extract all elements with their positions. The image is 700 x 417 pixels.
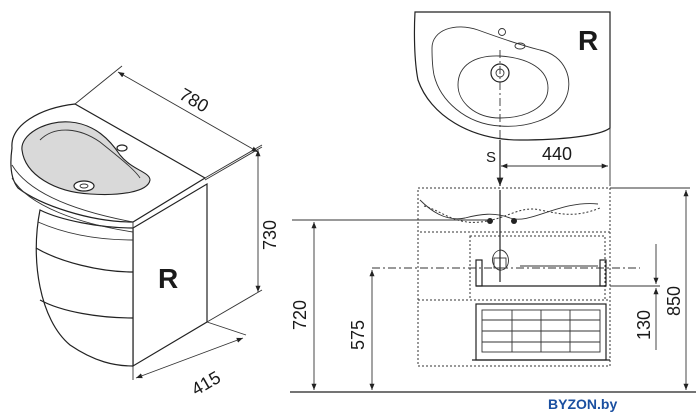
- top-side-label: R: [578, 25, 598, 56]
- basin-profile: [423, 205, 601, 223]
- top-view-overflow: [514, 42, 526, 50]
- dim-415-ext-right: [206, 321, 247, 336]
- watermark: BYZON.by: [548, 396, 617, 412]
- drain-inner: [79, 183, 89, 189]
- dim-780-label: 780: [176, 84, 212, 116]
- basin-bowl: [21, 121, 151, 195]
- top-view-outline: [413, 11, 611, 141]
- fixing-point-left: [487, 218, 493, 224]
- dim-780-line: [117, 71, 259, 153]
- iso-view: R 780 730 415: [10, 65, 280, 399]
- dim-415-label: 415: [188, 367, 224, 399]
- dim-780-ext-left: [74, 65, 123, 105]
- cabinet-front: [35, 209, 134, 367]
- lower-drawer-edge: [39, 299, 134, 319]
- top-view-bowl-inner: [457, 55, 549, 119]
- drain-hole: [73, 180, 95, 192]
- fixing-point-right: [511, 218, 517, 224]
- dim-730-ext-bottom: [206, 289, 263, 323]
- dim-130-label: 130: [634, 310, 654, 340]
- dim-440-label: 440: [542, 144, 572, 164]
- front-view: S 440: [290, 128, 696, 393]
- iso-side-label: R: [158, 263, 178, 294]
- faucet-hole: [116, 144, 128, 152]
- top-view-faucet-hole: [498, 28, 506, 36]
- s-label: S: [486, 149, 496, 166]
- top-view: R: [413, 11, 611, 141]
- basin-wave-line: [419, 199, 599, 220]
- dim-720-label: 720: [290, 300, 310, 330]
- siphon: [492, 236, 509, 271]
- basin-inner-rim: [39, 129, 141, 179]
- dim-730-ext-top: [204, 146, 263, 181]
- upper-drawer-edge: [35, 247, 134, 273]
- dim-575-label: 575: [348, 320, 368, 350]
- cabinet-top-edge: [37, 221, 134, 241]
- basin-front-lip: [11, 164, 134, 233]
- cabinet-outline: [417, 187, 611, 367]
- upper-drawer-rail-left: [475, 259, 483, 287]
- dim-415-line: [135, 337, 244, 379]
- dim-850-label: 850: [664, 286, 684, 316]
- dim-730-label: 730: [260, 220, 280, 250]
- basin-slab: [417, 187, 611, 233]
- top-view-bowl-outer: [431, 26, 570, 127]
- dim-780-ext-right: [204, 144, 263, 179]
